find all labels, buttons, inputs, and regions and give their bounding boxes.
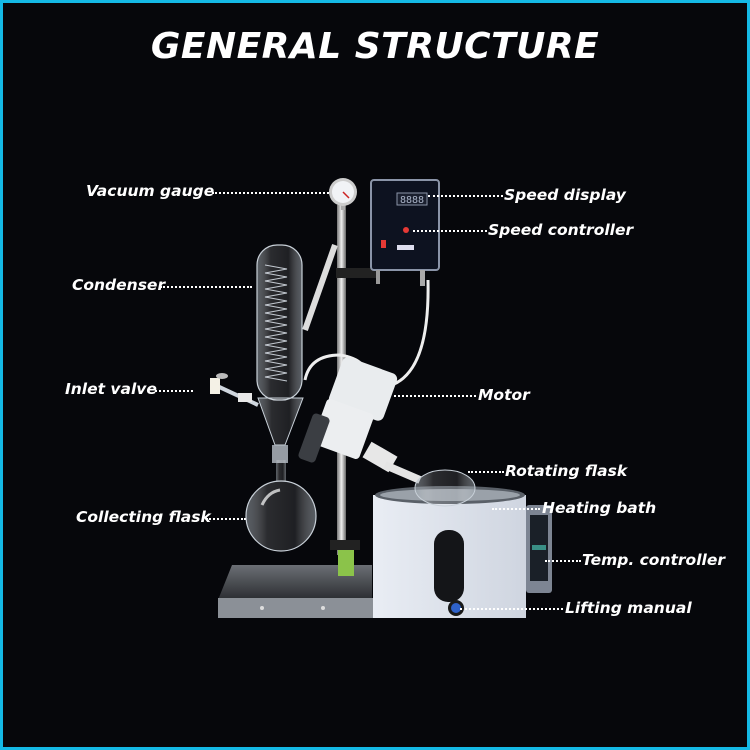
collecting-flask xyxy=(245,460,317,552)
label-rotating-flask: Rotating flask xyxy=(505,462,628,480)
label-vacuum-gauge: Vacuum gauge xyxy=(86,182,215,200)
leader-vacuum-gauge xyxy=(212,192,329,194)
motor xyxy=(298,357,398,473)
vacuum-gauge xyxy=(329,178,357,210)
label-condenser: Condenser xyxy=(72,276,166,294)
label-temp-controller: Temp. controller xyxy=(582,551,725,569)
leader-collecting-flask xyxy=(206,518,246,520)
label-lifting-manual: Lifting manual xyxy=(565,599,692,617)
leader-inlet-valve xyxy=(155,390,193,392)
speed-display-readout: 8888 xyxy=(400,195,424,206)
leader-heating-bath xyxy=(492,508,540,510)
leader-speed-display xyxy=(428,195,503,197)
label-inlet-valve: Inlet valve xyxy=(65,380,157,398)
leader-lifting-manual xyxy=(460,608,563,610)
rotating-flask xyxy=(383,461,476,507)
leader-condenser xyxy=(160,286,252,288)
base-plate xyxy=(218,565,374,618)
heating-bath xyxy=(373,486,552,618)
leader-temp-controller xyxy=(545,560,581,562)
inlet-valve xyxy=(210,373,259,407)
hose xyxy=(302,244,338,331)
label-heating-bath: Heating bath xyxy=(542,499,657,517)
label-collecting-flask: Collecting flask xyxy=(76,508,211,526)
label-speed-display: Speed display xyxy=(504,186,626,204)
condenser xyxy=(256,244,304,463)
green-clamp xyxy=(338,548,354,576)
label-speed-controller: Speed controller xyxy=(488,221,634,239)
leader-motor xyxy=(394,395,476,397)
leader-rotating-flask xyxy=(468,471,504,473)
page-title: GENERAL STRUCTURE xyxy=(150,26,600,67)
label-motor: Motor xyxy=(478,386,530,404)
speed-control-box: 8888 xyxy=(370,179,440,286)
leader-speed-controller xyxy=(413,230,487,232)
